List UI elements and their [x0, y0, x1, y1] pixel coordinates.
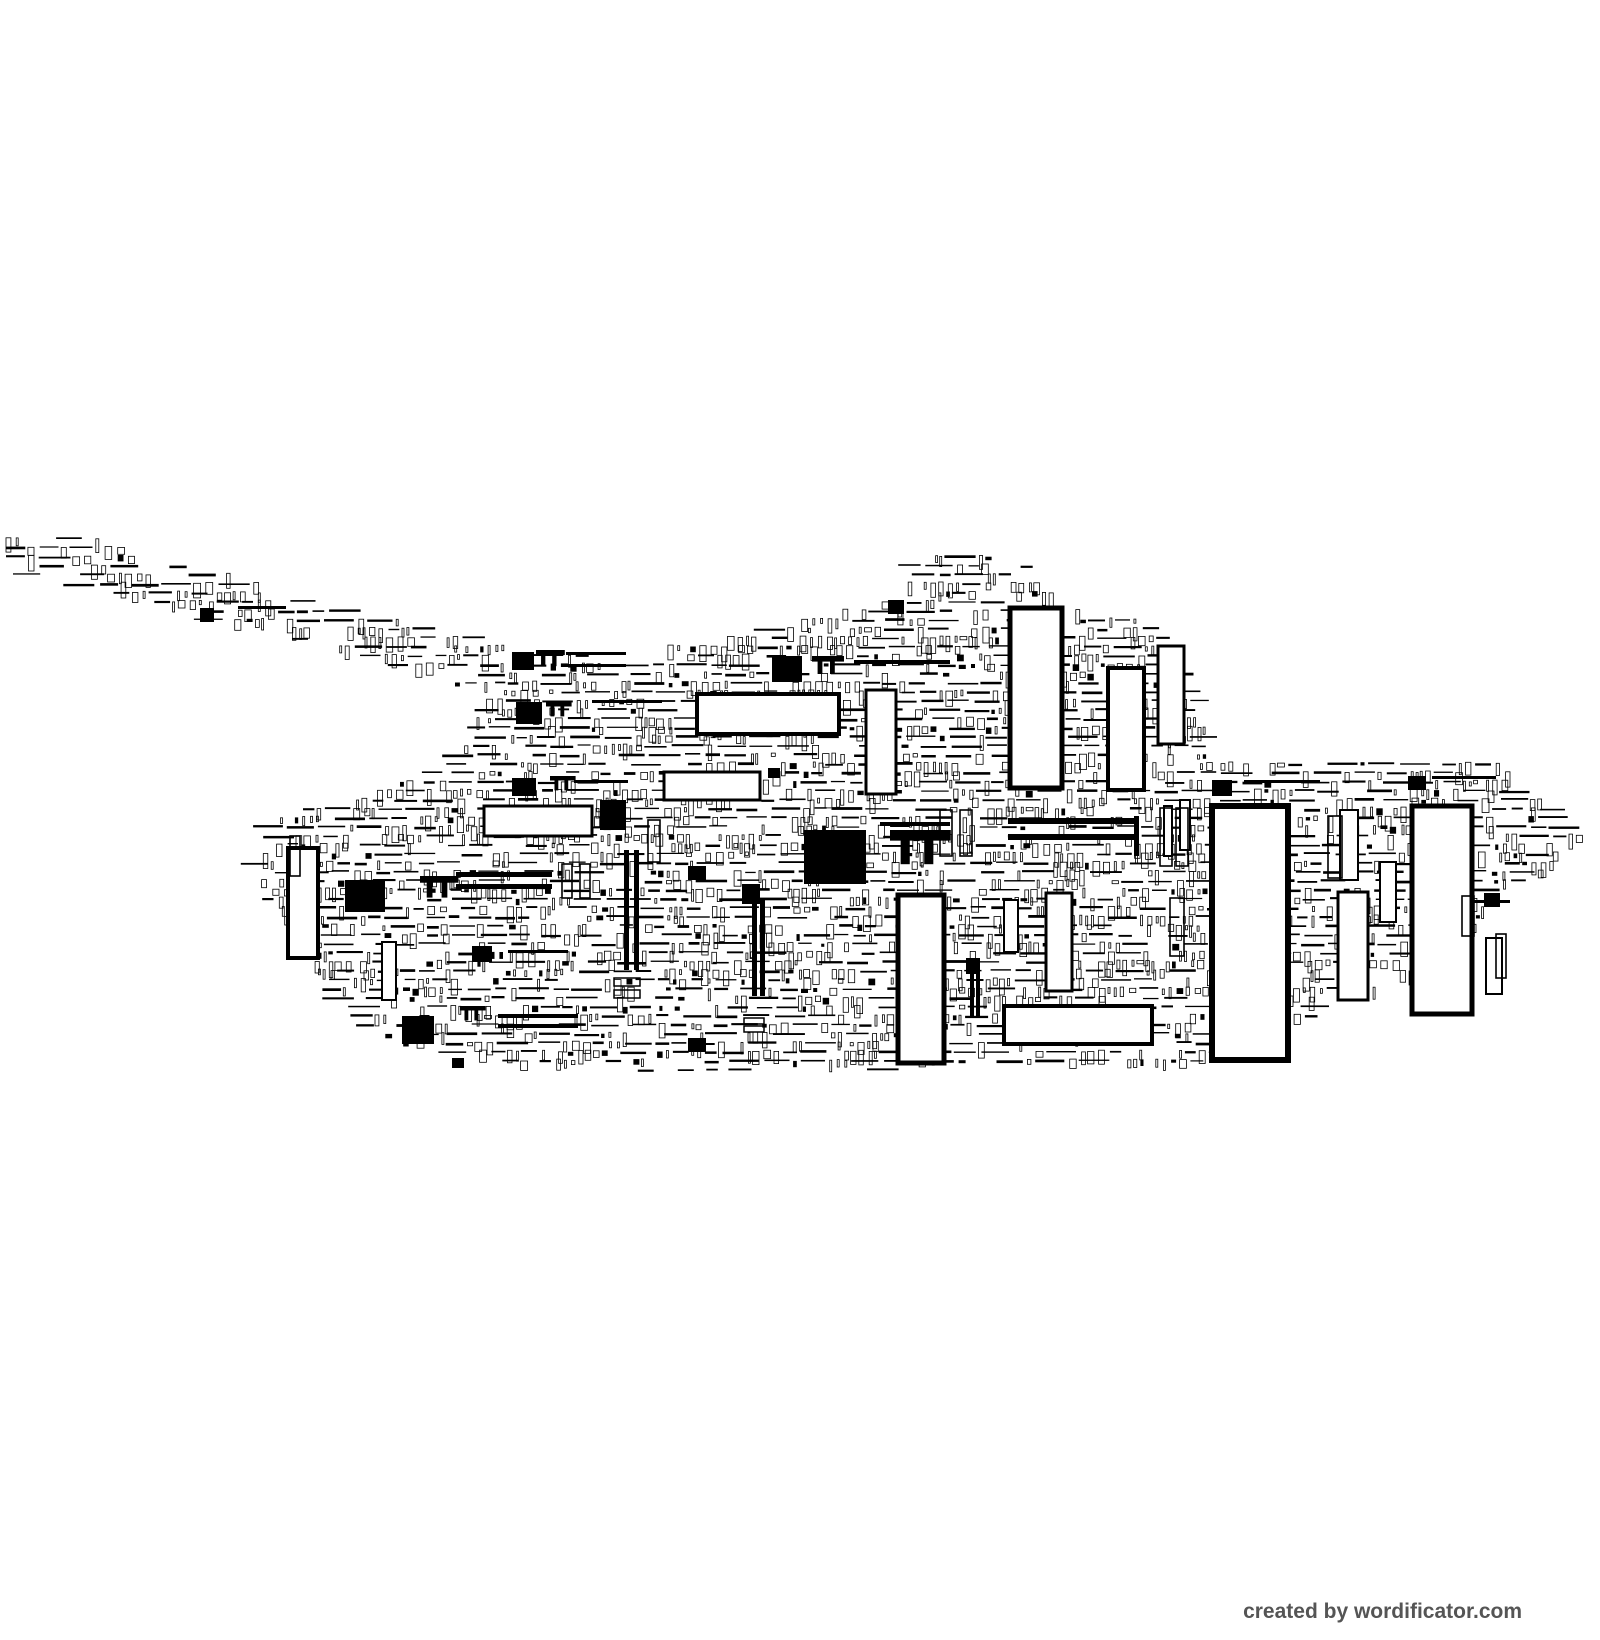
tank-large-blocks: [200, 600, 1510, 1068]
credit-text: created by wordificator.com: [1243, 1600, 1522, 1623]
